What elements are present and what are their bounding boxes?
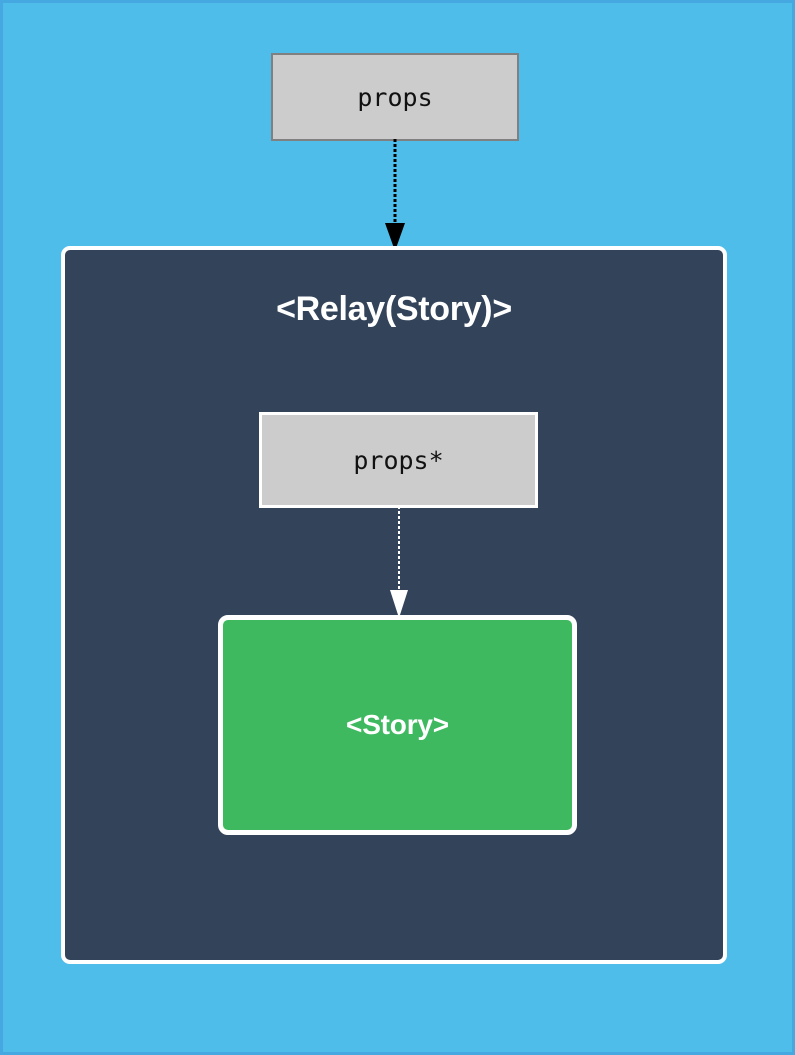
props-node-outer[interactable]: props	[271, 53, 519, 141]
story-component-label: <Story>	[346, 709, 449, 740]
props-node-inner[interactable]: props*	[259, 412, 538, 508]
props-node-inner-label: props*	[353, 445, 444, 475]
props-to-relay-arrow	[385, 139, 405, 251]
relay-story-title: <Relay(Story)>	[276, 290, 512, 328]
relay-story-panel[interactable]: <Relay(Story)> props* <Story>	[61, 246, 727, 964]
props-node-outer-label: props	[357, 82, 433, 112]
props-star-to-story-arrow	[390, 506, 408, 618]
story-component-node[interactable]: <Story>	[218, 615, 577, 835]
